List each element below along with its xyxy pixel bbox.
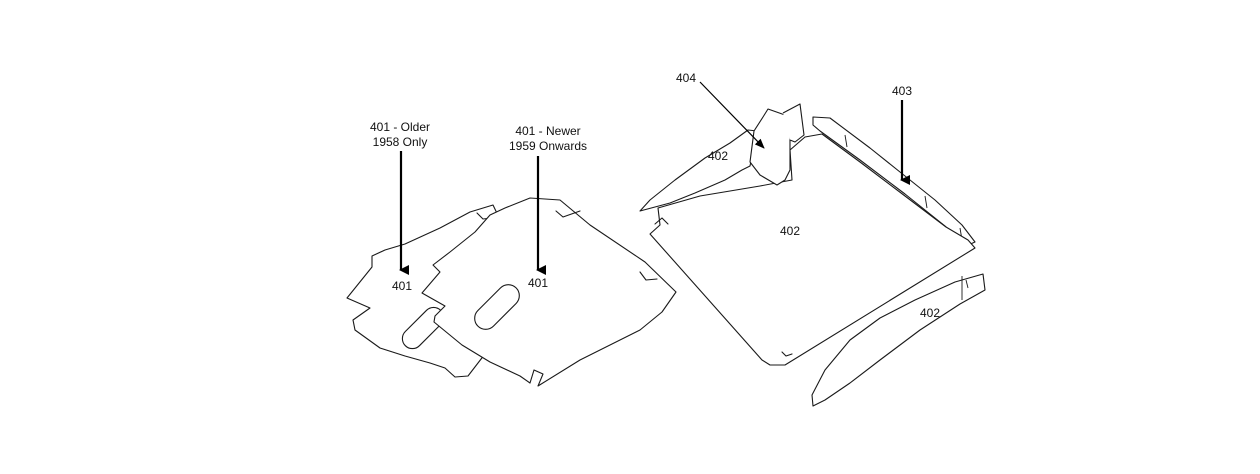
label-403: 403 (892, 84, 912, 98)
label-401-older-line2: 1958 Only (373, 135, 428, 149)
part-402-tray (639, 103, 976, 366)
part-402-strip (811, 273, 986, 407)
label-402-bottom: 402 (920, 306, 940, 320)
label-401-left: 401 (392, 279, 412, 293)
label-402-center: 402 (780, 224, 800, 238)
label-404: 404 (676, 71, 696, 85)
part-401-newer (421, 197, 677, 387)
label-402-top: 402 (708, 149, 728, 163)
label-401-right: 401 (528, 276, 548, 290)
label-401-newer-line1: 401 - Newer (515, 124, 580, 138)
arrow-404 (699, 81, 765, 149)
label-401-newer-line2: 1959 Onwards (509, 139, 587, 153)
label-401-older-line1: 401 - Older (370, 120, 430, 134)
